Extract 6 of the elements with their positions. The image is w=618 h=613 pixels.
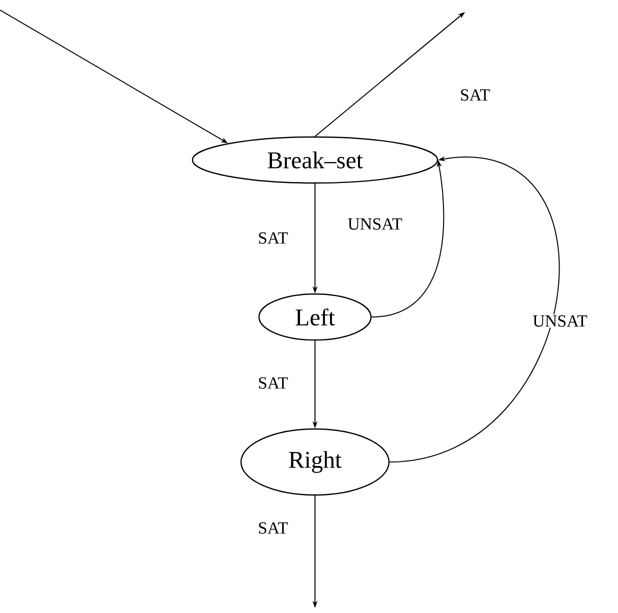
edge-label: SAT: [256, 231, 290, 245]
edge-label: SAT: [458, 88, 492, 102]
edge-label: UNSAT: [532, 314, 588, 328]
edge-label: SAT: [256, 521, 290, 535]
edge-label: SAT: [256, 376, 290, 390]
edge-label: UNSAT: [346, 217, 404, 231]
